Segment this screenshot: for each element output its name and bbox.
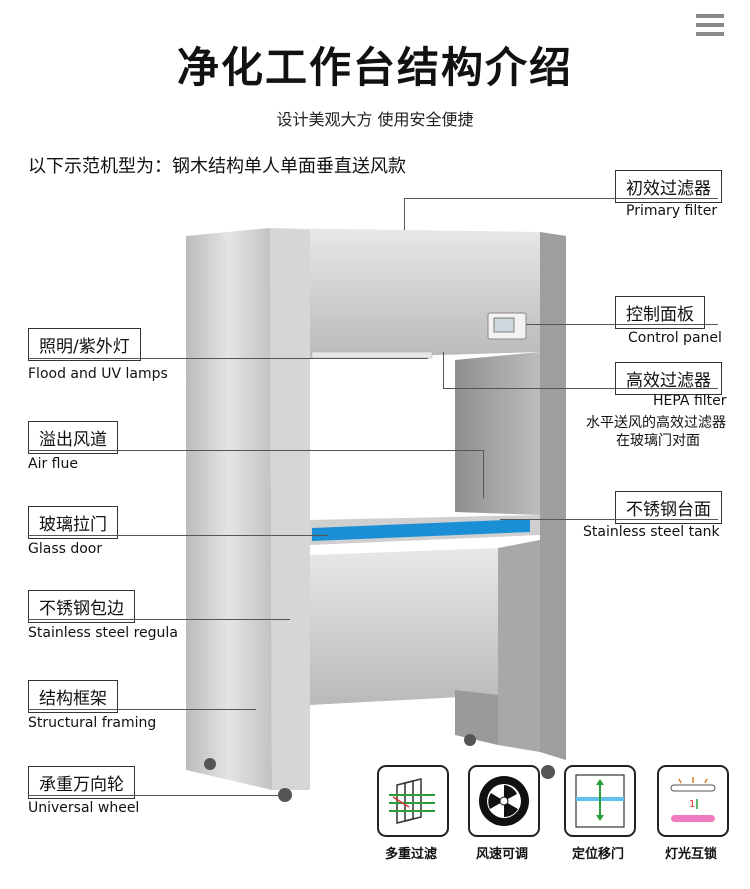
universal-wheel [278,788,292,802]
leader-line [28,795,278,796]
feature-label: 多重过滤 [384,847,437,862]
light-interlock-icon: 1 [657,765,729,837]
left-side-panel [186,228,272,790]
leader-line [483,450,484,498]
lower-cabinet [310,548,498,705]
model-intro: 以下示范机型为：钢木结构单人单面垂直送风款 [28,156,406,177]
label-control-panel-en: Control panel [628,330,722,346]
leader-line [28,358,428,359]
leader-line [404,198,718,199]
leader-line [28,535,328,536]
sliding-door-icon [564,765,636,837]
leader-line [28,450,483,451]
label-structural-framing: 结构框架 [28,680,118,713]
glass-door-rail [312,519,530,541]
feature-label: 定位移门 [571,847,624,862]
label-hepa-note-2: 在玻璃门对面 [616,433,700,449]
label-control-panel: 控制面板 [615,296,705,329]
label-steel-regula: 不锈钢包边 [28,590,135,623]
leader-line [404,198,405,230]
leader-line [28,619,290,620]
label-primary-filter: 初效过滤器 [615,170,722,203]
label-glass-door-en: Glass door [28,541,103,557]
leader-line [28,709,256,710]
feature-label: 风速可调 [475,847,528,862]
label-air-flue-en: Air flue [28,456,78,472]
label-steel-tank-en: Stainless steel tank [583,524,720,540]
label-primary-filter-en: Primary filter [626,203,718,219]
rear-pillar [540,232,566,760]
label-flood-uv-lamps: 照明/紫外灯 [28,328,141,361]
page-title: 净化工作台结构介绍 [176,43,573,92]
menu-icon[interactable] [696,14,724,42]
svg-text:1: 1 [689,799,695,810]
label-hepa-filter-en: HEPA filter [653,393,727,409]
label-air-flue: 溢出风道 [28,421,118,454]
label-hepa-note-1: 水平送风的高效过滤器 [586,415,726,431]
multi-filter-icon [377,765,449,837]
hepa-back-panel [455,352,540,515]
feature-label: 灯光互锁 [664,847,717,862]
leader-line [443,352,444,388]
label-universal-wheel-en: Universal wheel [28,800,140,816]
label-hepa-filter: 高效过滤器 [615,362,722,395]
label-structural-framing-en: Structural framing [28,715,157,731]
label-flood-uv-lamps-en: Flood and UV lamps [28,366,168,382]
front-pillar [270,228,310,790]
label-steel-tank: 不锈钢台面 [615,491,722,524]
leader-line [443,388,718,389]
fan-icon [468,765,540,837]
label-steel-regula-en: Stainless steel regula [28,625,178,641]
page-subtitle: 设计美观大方 使用安全便捷 [276,110,474,129]
top-hood [270,228,540,360]
label-universal-wheel: 承重万向轮 [28,766,135,799]
label-glass-door: 玻璃拉门 [28,506,118,539]
leader-line [500,519,718,520]
leader-line [526,324,718,325]
